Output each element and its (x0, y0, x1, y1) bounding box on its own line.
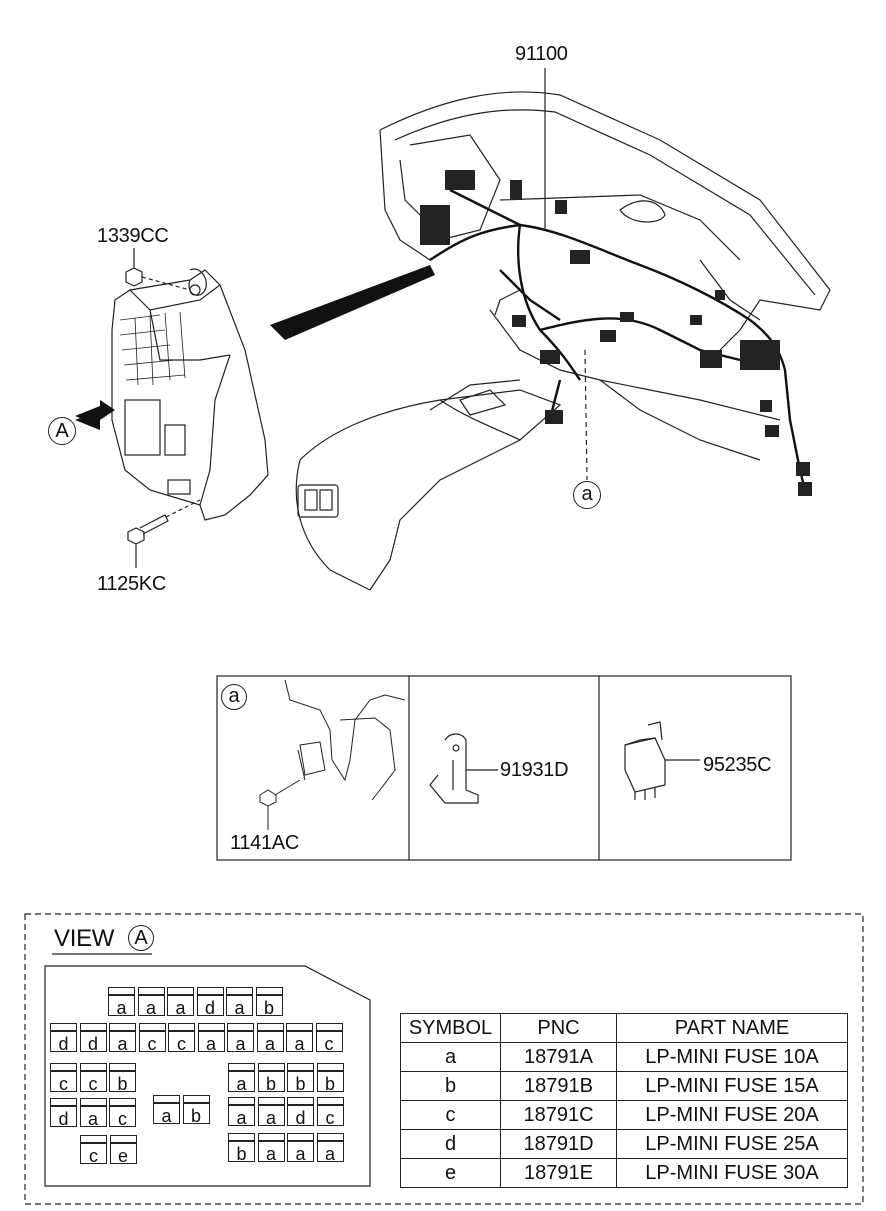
fuse-slot: d (196, 987, 224, 1018)
cell-part-name: LP-MINI FUSE 10A (616, 1042, 848, 1072)
cell-symbol: a (400, 1042, 501, 1072)
fuse-slot: a (167, 987, 194, 1018)
fuse-slot: a (287, 1133, 314, 1164)
table-row: b 18791B LP-MINI FUSE 15A (400, 1071, 848, 1101)
fuse-slot: b (316, 1063, 344, 1094)
cell-symbol: c (400, 1100, 501, 1130)
fuse-slot: a (286, 1023, 313, 1054)
table-row: d 18791D LP-MINI FUSE 25A (400, 1129, 848, 1159)
col-part-name: PART NAME (616, 1013, 848, 1043)
leader-wedge (270, 265, 435, 340)
detail-a-marker: a (573, 481, 601, 509)
nut-icon (125, 248, 191, 291)
view-frame (24, 913, 864, 1205)
callout-91931d: 91931D (500, 759, 569, 781)
fuse-slot: d (50, 1098, 77, 1129)
fuse-slot: a (228, 1063, 255, 1094)
fuse-slot: c (79, 1063, 107, 1094)
detail-box (216, 675, 792, 861)
fuse-slot: c (109, 1098, 136, 1129)
fuse-slot: c (316, 1097, 344, 1128)
col-symbol: SYMBOL (400, 1013, 501, 1043)
fuse-spec-table: SYMBOL PNC PART NAME a 18791A LP-MINI FU… (400, 1013, 848, 1188)
callout-1141ac: 1141AC (230, 832, 299, 854)
fuse-slot: a (316, 1133, 344, 1164)
cell-part-name: LP-MINI FUSE 15A (616, 1071, 848, 1101)
fuse-slot: b (257, 1063, 285, 1094)
cell-pnc: 18791A (500, 1042, 617, 1072)
dashboard-outline (379, 91, 831, 461)
fuse-slot: c (315, 1023, 343, 1054)
fuse-slot: c (80, 1135, 107, 1166)
cell-pnc: 18791B (500, 1071, 617, 1101)
harness-connectors (420, 170, 812, 496)
fuse-slot: d (50, 1023, 77, 1054)
fuse-slot: a (109, 1023, 136, 1054)
callout-1339cc: 1339CC (97, 225, 169, 247)
bolt-icon (127, 499, 201, 568)
fuse-slot: c (138, 1023, 166, 1054)
fuse-slot: b (255, 987, 283, 1018)
fuse-slot: e (109, 1135, 137, 1166)
callout-91100: 91100 (515, 43, 568, 65)
fuse-slot: a (137, 987, 165, 1018)
fuse-slot: a (228, 1097, 255, 1128)
ref-leader-a (584, 349, 588, 481)
fuse-slot: b (109, 1063, 136, 1094)
fuse-slot: d (287, 1097, 314, 1128)
table-row: a 18791A LP-MINI FUSE 10A (400, 1042, 848, 1072)
callout-95235c: 95235C (703, 754, 772, 776)
cell-symbol: d (400, 1129, 501, 1159)
view-title-letter: A (128, 925, 154, 951)
table-header-row: SYMBOL PNC PART NAME (400, 1013, 848, 1043)
fuse-slot: a (257, 1133, 285, 1164)
fuse-slot: a (197, 1023, 225, 1054)
center-console (295, 379, 562, 591)
fuse-slot: c (168, 1023, 195, 1054)
fuse-slot: a (226, 987, 253, 1018)
fuse-slot: a (108, 987, 135, 1018)
bracket-91931d-icon (429, 733, 498, 804)
cell-symbol: e (400, 1158, 501, 1188)
fuse-slot: d (79, 1023, 107, 1054)
wiring-harness (429, 188, 807, 491)
view-a-marker: A (48, 417, 76, 445)
cell-symbol: b (400, 1071, 501, 1101)
fuse-slot: a (257, 1097, 285, 1128)
fuse-slot: c (50, 1063, 77, 1094)
cell-part-name: LP-MINI FUSE 20A (616, 1100, 848, 1130)
table-row: c 18791C LP-MINI FUSE 20A (400, 1100, 848, 1130)
fuse-slot: b (182, 1095, 210, 1126)
junction-box (111, 268, 269, 521)
cell-part-name: LP-MINI FUSE 25A (616, 1129, 848, 1159)
detail-box-ref: a (221, 684, 247, 710)
fuse-box-outline (44, 965, 371, 1187)
table-row: e 18791E LP-MINI FUSE 30A (400, 1158, 848, 1188)
cell-pnc: 18791E (500, 1158, 617, 1188)
relay-95235c-icon (624, 721, 700, 800)
view-title: VIEW (54, 925, 115, 952)
fuse-slot: a (79, 1098, 107, 1129)
fuse-slot: a (153, 1095, 180, 1126)
detail-bracket-art (259, 679, 406, 830)
fuse-slot: a (227, 1023, 254, 1054)
cell-pnc: 18791C (500, 1100, 617, 1130)
fuse-slot: b (228, 1133, 255, 1164)
fuse-slot: b (287, 1063, 314, 1094)
cell-part-name: LP-MINI FUSE 30A (616, 1158, 848, 1188)
col-pnc: PNC (500, 1013, 617, 1043)
cell-pnc: 18791D (500, 1129, 617, 1159)
fuse-slot: a (256, 1023, 284, 1054)
callout-1125kc: 1125KC (97, 573, 166, 595)
